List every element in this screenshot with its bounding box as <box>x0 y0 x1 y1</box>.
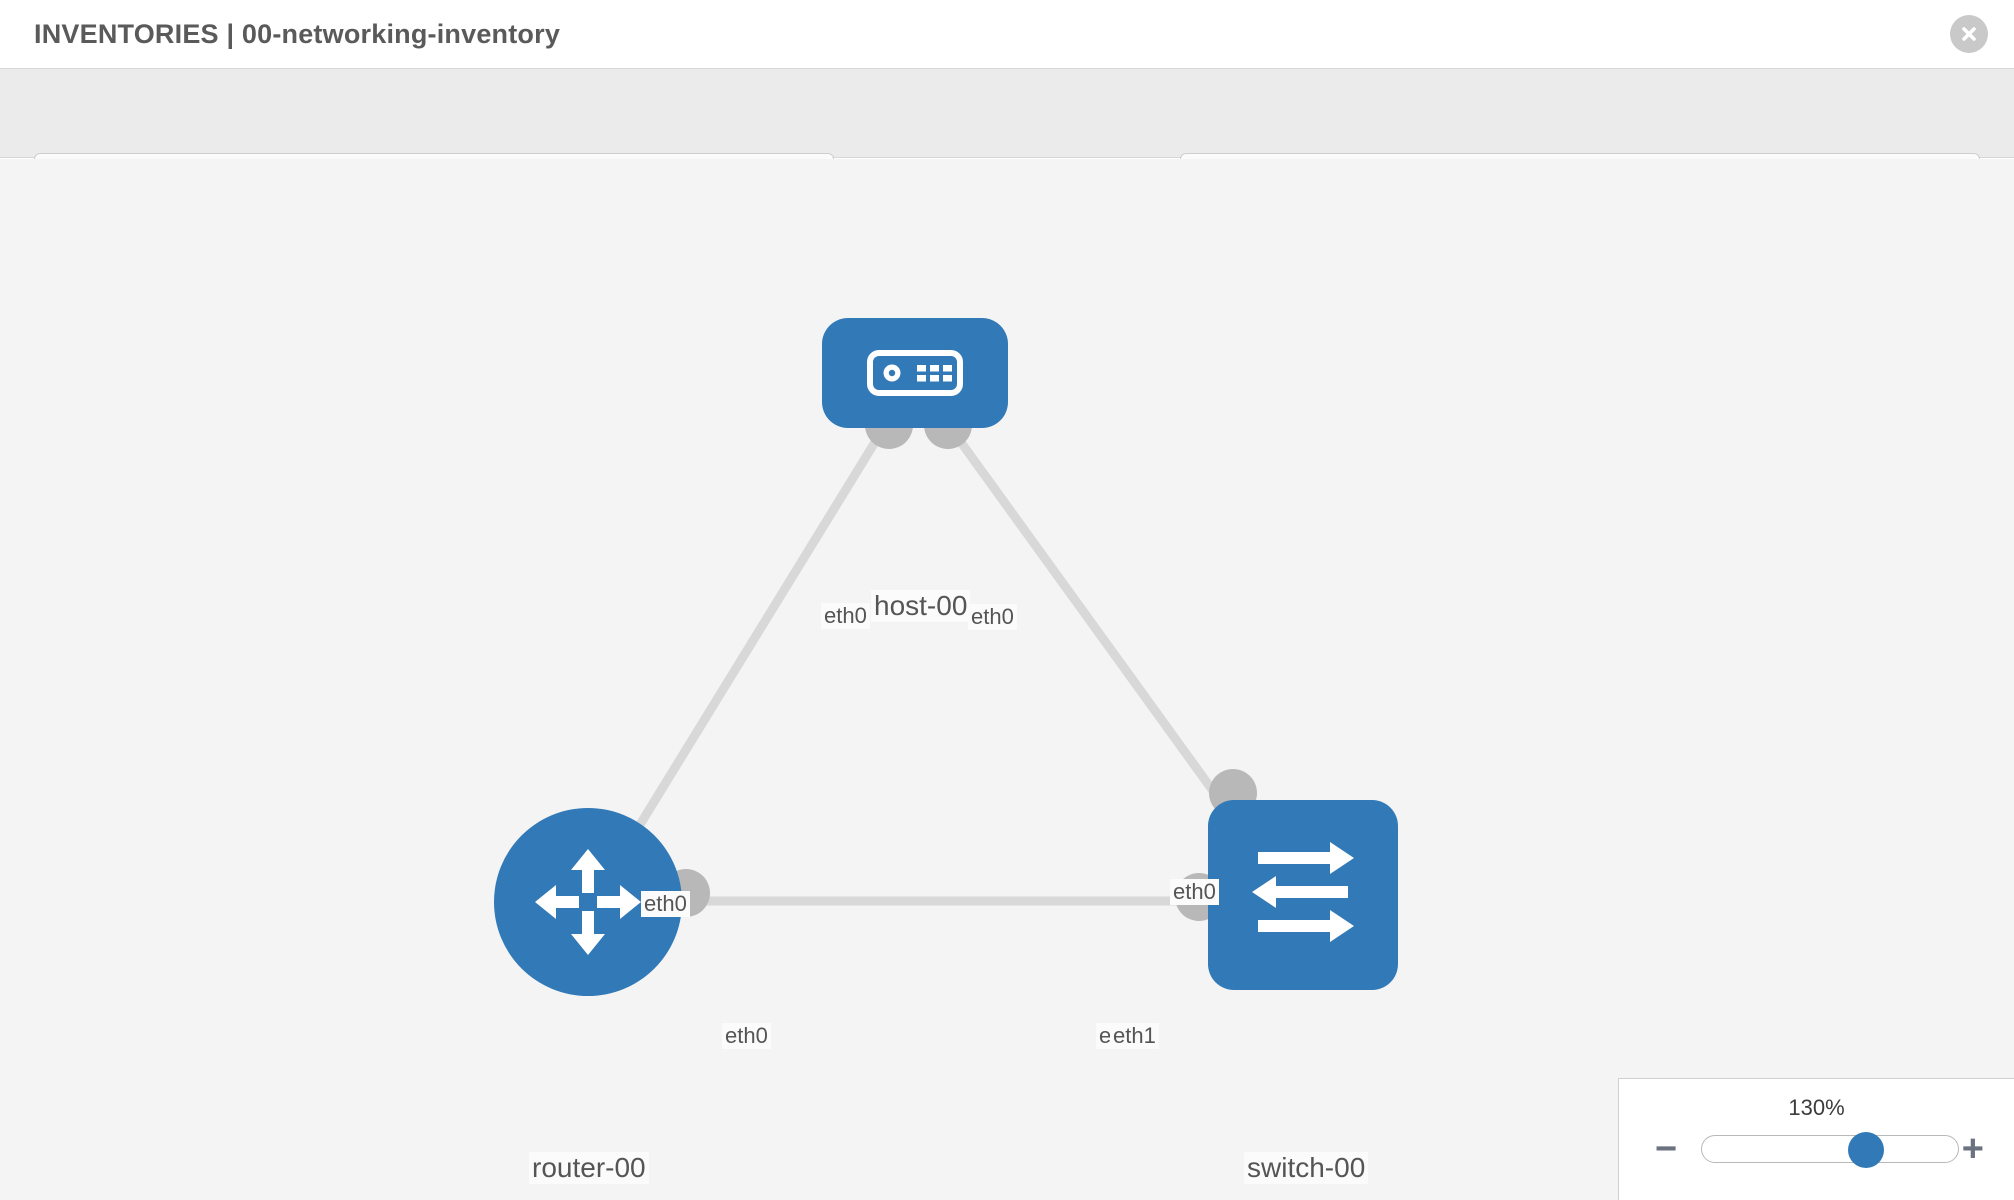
zoom-slider-thumb[interactable] <box>1848 1132 1884 1168</box>
topology-node-host-00[interactable] <box>822 318 1008 428</box>
page-title: INVENTORIES | 00-networking-inventory <box>34 18 561 49</box>
topology-links-layer <box>621 401 1259 921</box>
page-header: INVENTORIES | 00-networking-inventory <box>0 0 2014 68</box>
zoom-control-panel: 130% − + <box>1618 1078 2014 1200</box>
server-icon <box>867 350 963 396</box>
close-icon[interactable] <box>1950 15 1988 53</box>
switch-arrows-icon <box>1252 842 1354 942</box>
zoom-slider[interactable] <box>1701 1132 1959 1168</box>
topology-node-switch-00[interactable] <box>1208 800 1398 990</box>
zoom-out-button[interactable]: − <box>1655 1128 1678 1170</box>
topology-node-router-00[interactable] <box>494 808 682 996</box>
toolbar: ACTIONS SEARCH <box>0 68 2014 209</box>
zoom-level-value: 130% <box>1788 1095 1845 1120</box>
topology-canvas[interactable]: host-00 router-00 <box>0 159 2014 1200</box>
zoom-in-button[interactable]: + <box>1961 1128 1984 1170</box>
router-arrows-icon <box>535 849 641 955</box>
